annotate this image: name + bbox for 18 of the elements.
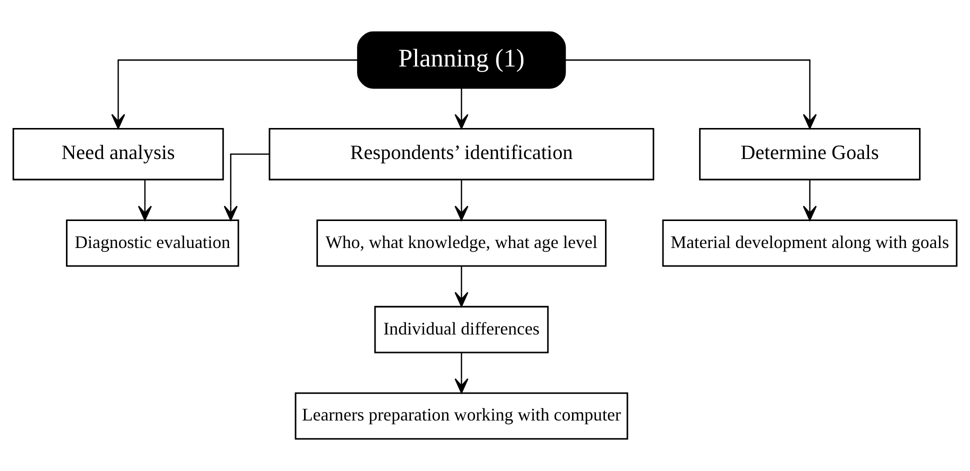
- node-box: Determine Goals: [699, 128, 921, 180]
- arrow: [454, 352, 468, 394]
- arrow: [454, 266, 468, 307]
- arrow: [111, 59, 358, 130]
- node-box: Respondents’ identification: [268, 128, 654, 180]
- arrow: [454, 88, 468, 130]
- arrow: [802, 180, 817, 221]
- node-box: Material development along with goals: [662, 219, 958, 267]
- node-box: Need analysis: [12, 128, 224, 180]
- node-box: Planning (1): [357, 31, 566, 89]
- arrow: [224, 154, 270, 221]
- arrow: [138, 180, 152, 221]
- node-box: Learners preparation working with computer: [294, 392, 628, 440]
- arrow: [454, 180, 468, 221]
- node-box: Individual differences: [374, 306, 549, 354]
- node-box: Who, what knowledge, what age level: [316, 219, 607, 267]
- node-box: Diagnostic evaluation: [66, 219, 240, 267]
- arrow: [566, 59, 817, 130]
